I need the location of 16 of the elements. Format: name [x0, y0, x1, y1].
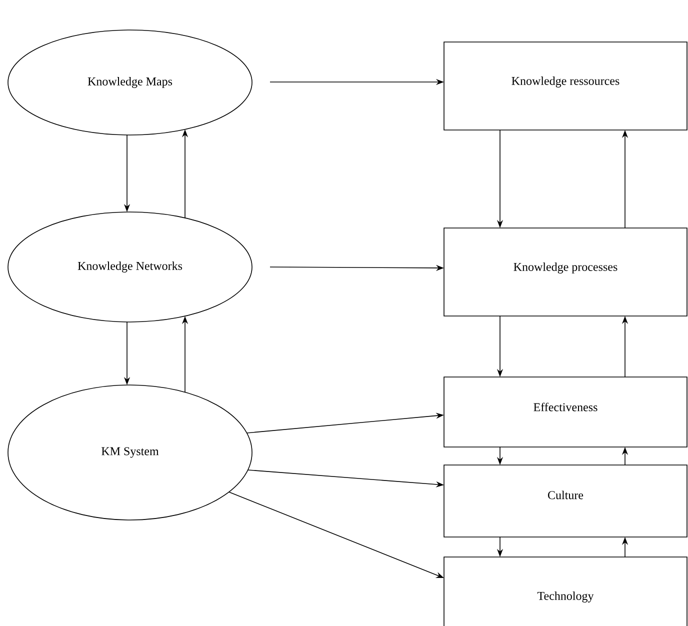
node-label: Technology	[537, 592, 594, 602]
node-label: Knowledge ressources	[512, 76, 620, 88]
process-box	[444, 42, 688, 130]
process-box	[444, 464, 688, 538]
ellipse-node	[8, 30, 252, 136]
node-label: Culture	[548, 490, 584, 500]
node-label: Knowledge Networks	[78, 262, 182, 272]
node-label: Effectiveness	[534, 402, 598, 412]
process-box	[444, 556, 688, 626]
process-box	[444, 376, 688, 448]
node-label: Knowledge processes	[514, 262, 618, 274]
ellipse-node	[8, 384, 252, 520]
node-label: KM System	[102, 447, 159, 458]
process-box	[444, 228, 688, 316]
ellipse-node	[8, 212, 252, 322]
node-label: Knowledge Maps	[88, 77, 172, 88]
